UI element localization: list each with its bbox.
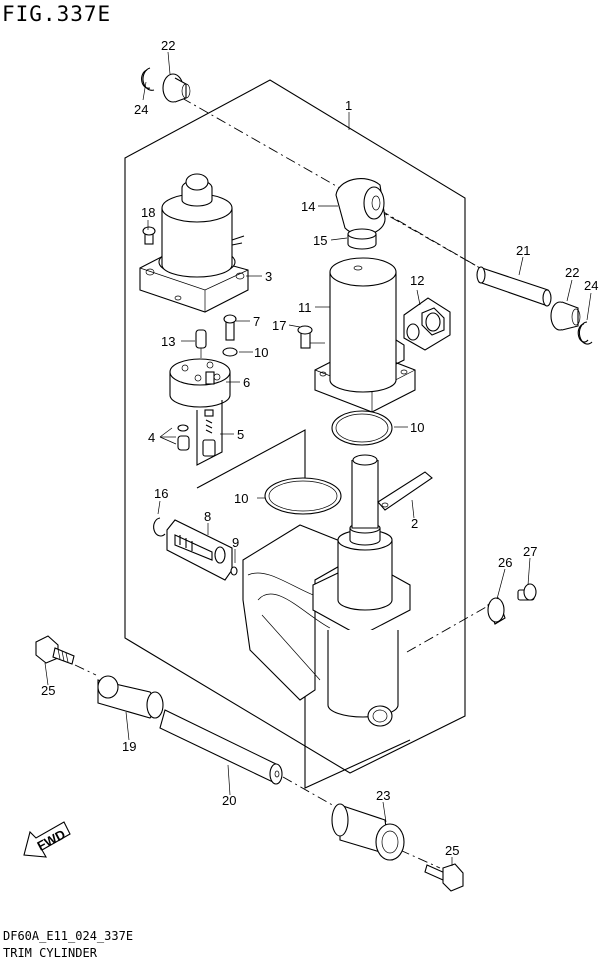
fwd-arrow-icon (23, 821, 71, 858)
fwd-label: FWD (35, 826, 68, 853)
anode-part-2 (377, 471, 433, 511)
axis-line-bolt (399, 849, 441, 869)
assembly-frame (124, 79, 466, 774)
callout-14: 14 (301, 199, 315, 214)
callout-9: 9 (232, 535, 239, 550)
bolt-part-25-left (35, 635, 75, 665)
callout-24-top: 24 (134, 102, 148, 117)
trim-motor-part-3 (139, 173, 249, 313)
cylinder-body-part-1 (242, 454, 411, 727)
o-ring-part-9 (230, 566, 238, 576)
callout-24-right: 24 (584, 278, 598, 293)
bolt-part-7 (223, 314, 237, 341)
axis-line-left (74, 664, 97, 676)
bushing-part-22-right (550, 301, 581, 331)
callout-23: 23 (376, 788, 390, 803)
callout-6: 6 (243, 375, 250, 390)
callout-10-left: 10 (234, 491, 248, 506)
valve-part-4 (177, 424, 190, 451)
callout-11: 11 (298, 300, 312, 315)
o-ring-part-10-right (331, 410, 393, 446)
circlip-part-16 (153, 517, 166, 537)
callout-22-right: 22 (565, 265, 579, 280)
callout-13: 13 (161, 334, 175, 349)
rod-part-20 (159, 709, 283, 785)
callout-10-right: 10 (410, 420, 424, 435)
o-ring-part-10-left (264, 477, 342, 515)
figure-title: FIG.337E (2, 2, 112, 26)
diagram-name: TRIM CYLINDER (3, 946, 97, 960)
bushing-part-22-top (162, 73, 191, 103)
axis-line-upper (181, 97, 481, 269)
callout-5: 5 (237, 427, 244, 442)
axis-line-right (406, 601, 496, 653)
callout-12: 12 (410, 273, 424, 288)
callout-22-top: 22 (161, 38, 175, 53)
callout-25-left: 25 (41, 683, 55, 698)
callout-7: 7 (253, 314, 260, 329)
spacer-part-26 (487, 597, 506, 625)
callout-19: 19 (122, 739, 136, 754)
callout-25-right: 25 (445, 843, 459, 858)
bolt-part-25-right (424, 863, 464, 892)
callout-10-small: 10 (254, 345, 268, 360)
callout-21: 21 (516, 243, 530, 258)
callout-18: 18 (141, 205, 155, 220)
screw-part-18 (142, 226, 156, 245)
screw-part-17 (297, 325, 325, 349)
valve-part-8 (166, 519, 233, 581)
callout-15: 15 (313, 233, 327, 248)
valve-part-13 (195, 329, 207, 358)
plug-part-12 (403, 297, 451, 351)
circlip-part-24-right (577, 321, 593, 345)
callout-1: 1 (345, 98, 352, 113)
diagram-code: DF60A_E11_024_337E (3, 929, 134, 943)
assembly-frame-bracket (304, 680, 411, 789)
pump-part-6 (169, 358, 231, 408)
valve-assembly-part-5 (196, 400, 223, 466)
manual-valve-part-14 (335, 178, 386, 236)
bolt-part-27 (517, 583, 537, 601)
callout-4: 4 (148, 430, 155, 445)
callout-20: 20 (222, 793, 236, 808)
callout-3: 3 (265, 269, 272, 284)
callout-16: 16 (154, 486, 168, 501)
leader-lines (44, 51, 592, 866)
callout-27: 27 (523, 544, 537, 559)
o-ring-part-10-small (222, 347, 238, 357)
callout-2: 2 (411, 516, 418, 531)
bushing-part-23 (331, 803, 405, 861)
pin-part-21 (476, 266, 552, 307)
callout-26: 26 (498, 555, 512, 570)
nut-part-15 (347, 228, 377, 250)
circlip-part-24-top (141, 67, 155, 91)
callout-17: 17 (272, 318, 286, 333)
reservoir-part-11 (314, 257, 416, 413)
callout-8: 8 (204, 509, 211, 524)
sleeve-part-19 (97, 675, 164, 719)
